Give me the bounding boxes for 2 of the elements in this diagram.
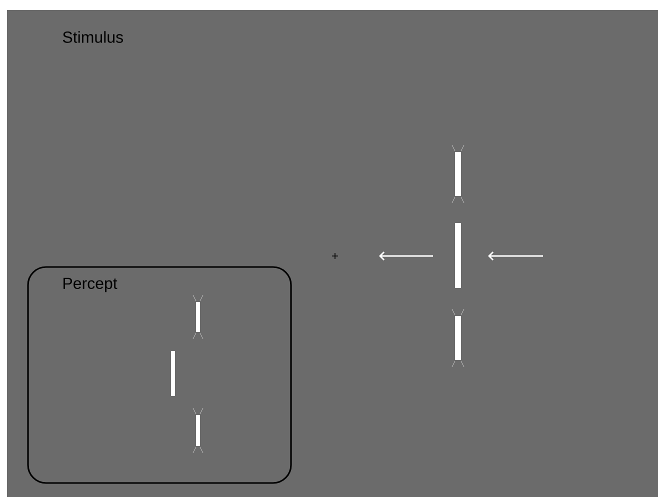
percept-box: Percept [27, 266, 292, 484]
heading: Stimulus [62, 31, 123, 43]
